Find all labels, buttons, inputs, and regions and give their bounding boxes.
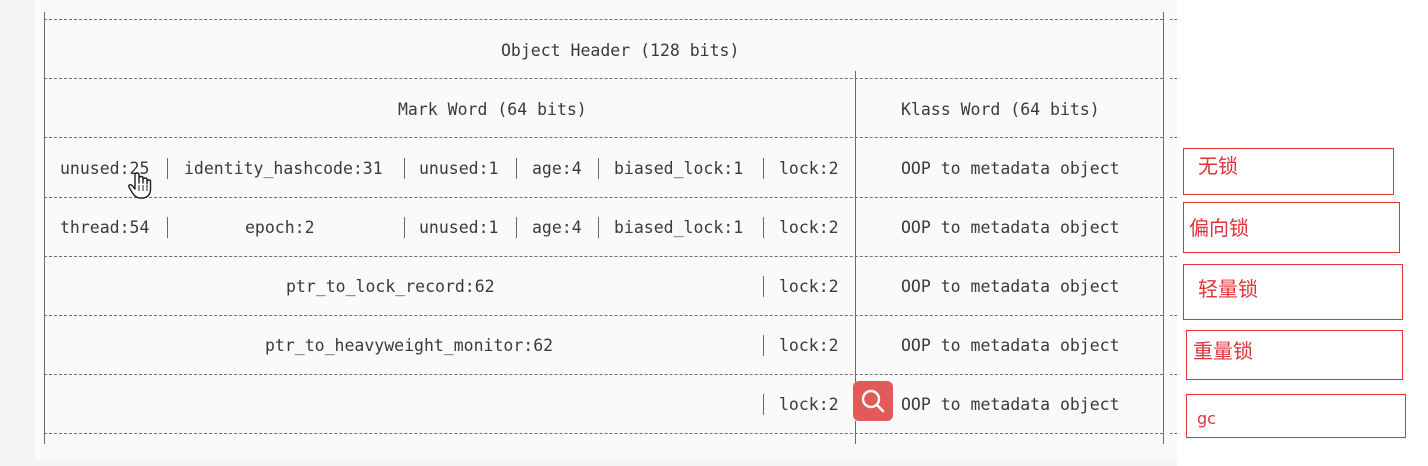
state-label-gc: gc bbox=[1186, 394, 1406, 438]
column-divider bbox=[855, 421, 856, 444]
field-age: age:4 bbox=[532, 159, 582, 178]
field-divider bbox=[763, 217, 764, 238]
table-rule bbox=[44, 315, 1163, 316]
table-rule bbox=[44, 433, 1163, 434]
table-rule bbox=[44, 19, 1163, 20]
field-identity-hashcode: identity_hashcode:31 bbox=[184, 159, 383, 178]
state-label-text: gc bbox=[1197, 409, 1216, 428]
state-label-heavyweight-lock: 重量锁 bbox=[1186, 330, 1403, 380]
table-border-left bbox=[44, 12, 45, 444]
state-label-text: 偏向锁 bbox=[1189, 216, 1249, 240]
field-divider bbox=[404, 217, 405, 238]
field-lock: lock:2 bbox=[779, 395, 839, 414]
field-thread: thread:54 bbox=[60, 218, 150, 237]
field-epoch: epoch:2 bbox=[245, 218, 315, 237]
field-divider bbox=[598, 217, 599, 238]
table-rule-stub bbox=[1170, 374, 1177, 375]
field-biased-lock: biased_lock:1 bbox=[614, 159, 744, 178]
field-unused: unused:25 bbox=[60, 159, 150, 178]
table-rule bbox=[44, 197, 1163, 198]
state-label-text: 轻量锁 bbox=[1198, 277, 1258, 301]
field-divider bbox=[763, 394, 764, 415]
field-age: age:4 bbox=[532, 218, 582, 237]
state-label-lightweight-lock: 轻量锁 bbox=[1183, 264, 1403, 320]
table-border-right bbox=[1163, 12, 1164, 444]
field-biased-lock: biased_lock:1 bbox=[614, 218, 744, 237]
field-lock: lock:2 bbox=[779, 277, 839, 296]
klass-word-label: Klass Word (64 bits) bbox=[901, 100, 1100, 119]
table-rule-stub bbox=[1170, 78, 1177, 79]
object-header-label: Object Header (128 bits) bbox=[501, 41, 740, 60]
field-divider bbox=[167, 158, 168, 179]
table-rule-stub bbox=[1170, 315, 1177, 316]
state-label-text: 无锁 bbox=[1198, 154, 1238, 178]
table-rule bbox=[44, 78, 1163, 79]
state-label-biased-lock: 偏向锁 bbox=[1183, 202, 1400, 253]
table-rule-stub bbox=[1170, 197, 1177, 198]
column-divider bbox=[855, 71, 856, 382]
state-label-text: 重量锁 bbox=[1193, 339, 1253, 363]
field-divider bbox=[763, 276, 764, 297]
table-rule bbox=[44, 137, 1163, 138]
field-ptr-to-lock-record: ptr_to_lock_record:62 bbox=[286, 277, 495, 296]
field-divider bbox=[598, 158, 599, 179]
table-rule bbox=[44, 374, 1163, 375]
field-unused: unused:1 bbox=[419, 159, 499, 178]
table-rule bbox=[44, 256, 1163, 257]
klass-pointer: OOP to metadata object bbox=[901, 395, 1120, 414]
memory-layout-panel bbox=[35, 0, 1177, 460]
klass-pointer: OOP to metadata object bbox=[901, 159, 1120, 178]
state-label-no-lock: 无锁 bbox=[1183, 148, 1394, 195]
table-rule-stub bbox=[1170, 256, 1177, 257]
field-divider bbox=[516, 158, 517, 179]
field-unused: unused:1 bbox=[419, 218, 499, 237]
table-rule-stub bbox=[1170, 19, 1177, 20]
klass-pointer: OOP to metadata object bbox=[901, 218, 1120, 237]
field-divider bbox=[763, 335, 764, 356]
table-rule-stub bbox=[1170, 433, 1177, 434]
klass-pointer: OOP to metadata object bbox=[901, 277, 1120, 296]
mark-word-label: Mark Word (64 bits) bbox=[398, 100, 587, 119]
field-lock: lock:2 bbox=[779, 336, 839, 355]
table-rule-stub bbox=[1170, 137, 1177, 138]
field-divider bbox=[763, 158, 764, 179]
search-icon bbox=[861, 389, 885, 413]
hand-cursor-icon bbox=[127, 172, 153, 204]
field-lock: lock:2 bbox=[779, 159, 839, 178]
field-lock: lock:2 bbox=[779, 218, 839, 237]
field-divider bbox=[516, 217, 517, 238]
field-divider bbox=[404, 158, 405, 179]
field-divider bbox=[167, 217, 168, 238]
klass-pointer: OOP to metadata object bbox=[901, 336, 1120, 355]
field-ptr-to-heavyweight-monitor: ptr_to_heavyweight_monitor:62 bbox=[265, 336, 554, 355]
search-button[interactable] bbox=[853, 381, 893, 421]
